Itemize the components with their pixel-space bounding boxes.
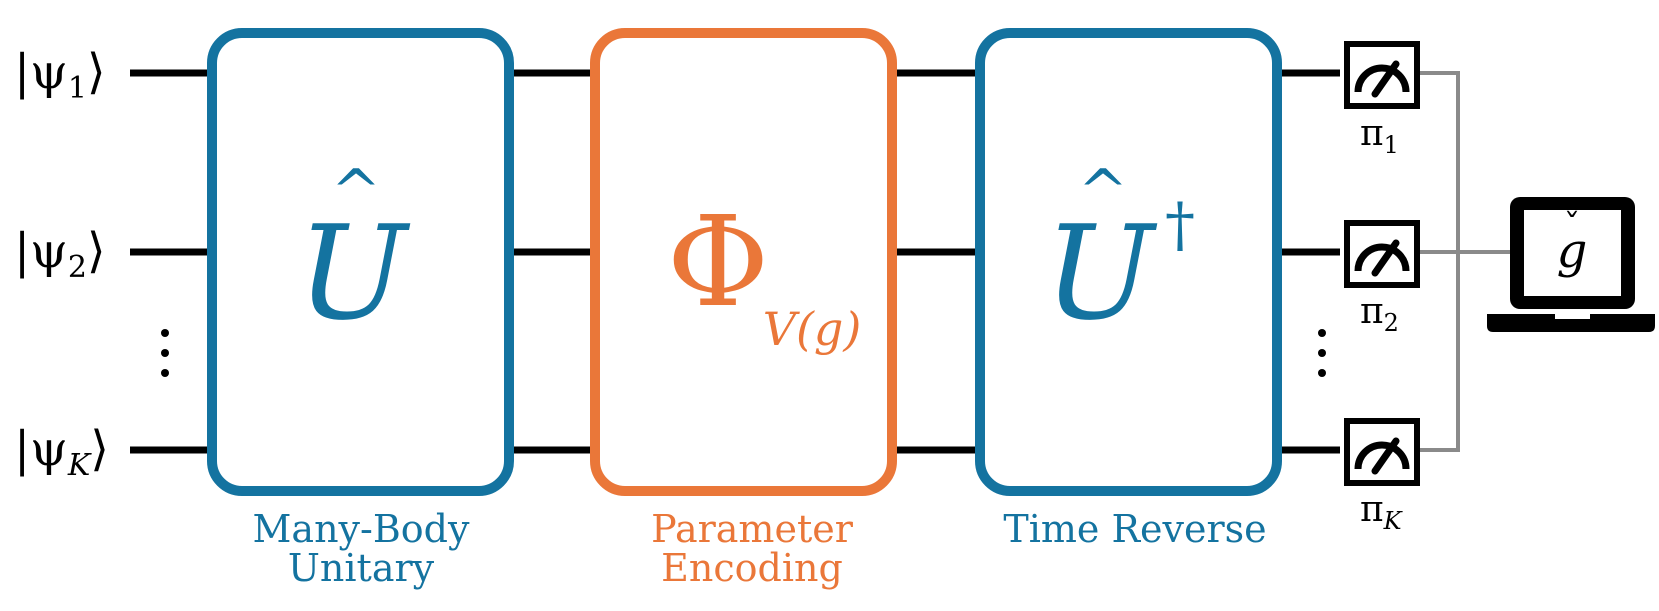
input-state-k: |ψK⟩ [14, 421, 109, 483]
meter-icon [1344, 41, 1420, 109]
meter-icon [1344, 418, 1420, 486]
time-reverse-block: ^ U † [975, 28, 1282, 496]
measurement-label-1: π1 [1360, 113, 1399, 159]
block-3-hat: ^ [1078, 157, 1128, 227]
caption-time-reverse: Time Reverse [1003, 507, 1266, 551]
measurement-ellipsis [1318, 329, 1326, 377]
block-2-symbol: Φ [667, 190, 769, 335]
many-body-unitary-block: ^ U [207, 28, 514, 496]
estimator-accent: ˇ [1564, 207, 1581, 247]
meter-icon [1344, 220, 1420, 288]
block-1-hat: ^ [331, 157, 381, 227]
block-3-dagger: † [1165, 190, 1195, 260]
block-2-subscript: V(g) [763, 302, 862, 356]
input-state-1: |ψ1⟩ [14, 44, 106, 106]
caption-encoding: Encoding [661, 546, 843, 590]
measurement-label-2: π2 [1360, 291, 1399, 337]
estimator-symbol: g [1557, 223, 1588, 279]
caption-many-body: Many-Body [253, 507, 470, 551]
input-state-2: |ψ2⟩ [14, 223, 106, 285]
block-1-symbol: U [297, 197, 411, 349]
classical-wires [1418, 71, 1510, 452]
input-ellipsis [161, 329, 169, 377]
caption-unitary: Unitary [288, 546, 435, 590]
parameter-encoding-block: Φ V(g) [590, 28, 897, 496]
measurement-label-k: πK [1360, 489, 1404, 535]
block-3-symbol: U [1044, 197, 1158, 349]
laptop-icon [1487, 197, 1655, 332]
classical-bus [1418, 71, 1460, 452]
caption-parameter: Parameter [651, 507, 854, 551]
